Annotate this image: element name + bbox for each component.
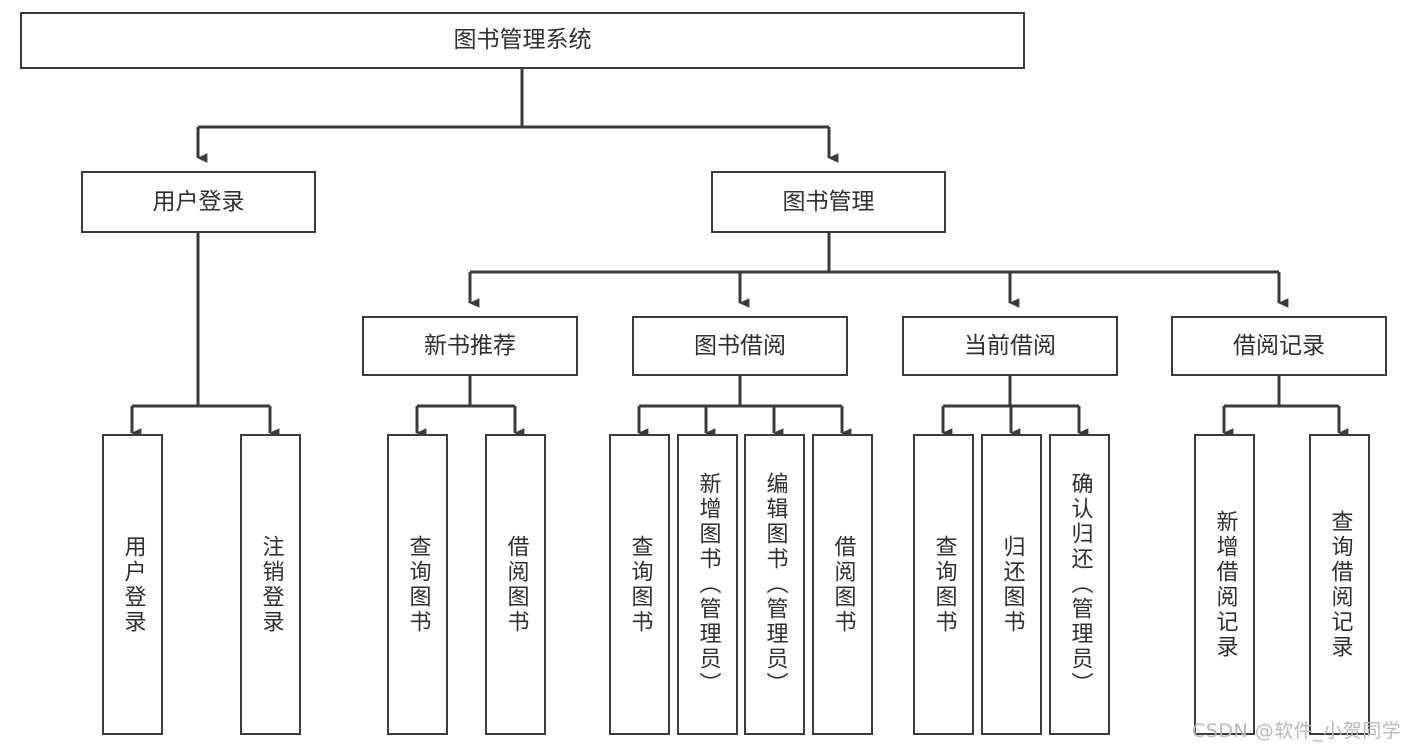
node-label: 新书推荐 xyxy=(424,332,516,359)
node-leaf-user-login[interactable]: 用户登录 xyxy=(102,434,163,735)
node-leaf-logout-login[interactable]: 注销登录 xyxy=(240,434,301,735)
node-user-login[interactable]: 用户登录 xyxy=(81,171,316,233)
node-label: 确认归还（管理员） xyxy=(1067,472,1093,697)
node-root-system[interactable]: 图书管理系统 xyxy=(20,12,1025,69)
node-leaf-query-book-1[interactable]: 查询图书 xyxy=(387,434,448,735)
node-label: 图书管理系统 xyxy=(453,27,592,54)
node-label: 编辑图书（管理员） xyxy=(762,472,788,697)
node-leaf-borrow-book-1[interactable]: 借阅图书 xyxy=(485,434,546,735)
node-label: 图书管理 xyxy=(782,188,875,215)
node-book-management[interactable]: 图书管理 xyxy=(711,171,946,233)
node-label: 图书借阅 xyxy=(694,332,786,359)
csdn-watermark: CSDN @软件_小贺同学 xyxy=(1192,720,1402,742)
node-label: 查询图书 xyxy=(405,534,431,635)
node-label: 用户登录 xyxy=(152,188,245,215)
node-leaf-return-book[interactable]: 归还图书 xyxy=(981,434,1042,735)
node-label: 新增图书（管理员） xyxy=(695,472,721,697)
node-label: 借阅图书 xyxy=(503,534,529,635)
node-leaf-confirm-return[interactable]: 确认归还（管理员） xyxy=(1049,434,1110,735)
node-label: 注销登录 xyxy=(258,534,284,635)
node-new-book-recommend[interactable]: 新书推荐 xyxy=(362,316,578,376)
node-label: 查询借阅记录 xyxy=(1327,509,1353,660)
node-leaf-query-book-2[interactable]: 查询图书 xyxy=(609,434,670,735)
node-label: 查询图书 xyxy=(627,534,653,635)
node-leaf-query-book-3[interactable]: 查询图书 xyxy=(913,434,974,735)
node-label: 用户登录 xyxy=(120,534,146,635)
node-borrow-record[interactable]: 借阅记录 xyxy=(1171,316,1387,376)
node-label: 归还图书 xyxy=(999,534,1025,635)
node-current-borrow[interactable]: 当前借阅 xyxy=(902,316,1118,376)
node-leaf-add-book[interactable]: 新增图书（管理员） xyxy=(677,434,738,735)
node-leaf-borrow-book-2[interactable]: 借阅图书 xyxy=(812,434,873,735)
node-leaf-edit-book[interactable]: 编辑图书（管理员） xyxy=(744,434,805,735)
node-book-borrow[interactable]: 图书借阅 xyxy=(632,316,848,376)
node-label: 查询图书 xyxy=(931,534,957,635)
node-leaf-add-record[interactable]: 新增借阅记录 xyxy=(1194,434,1255,735)
node-label: 新增借阅记录 xyxy=(1212,509,1238,660)
node-label: 当前借阅 xyxy=(964,332,1056,359)
node-leaf-query-record[interactable]: 查询借阅记录 xyxy=(1309,434,1370,735)
node-label: 借阅记录 xyxy=(1233,332,1325,359)
node-label: 借阅图书 xyxy=(830,534,856,635)
